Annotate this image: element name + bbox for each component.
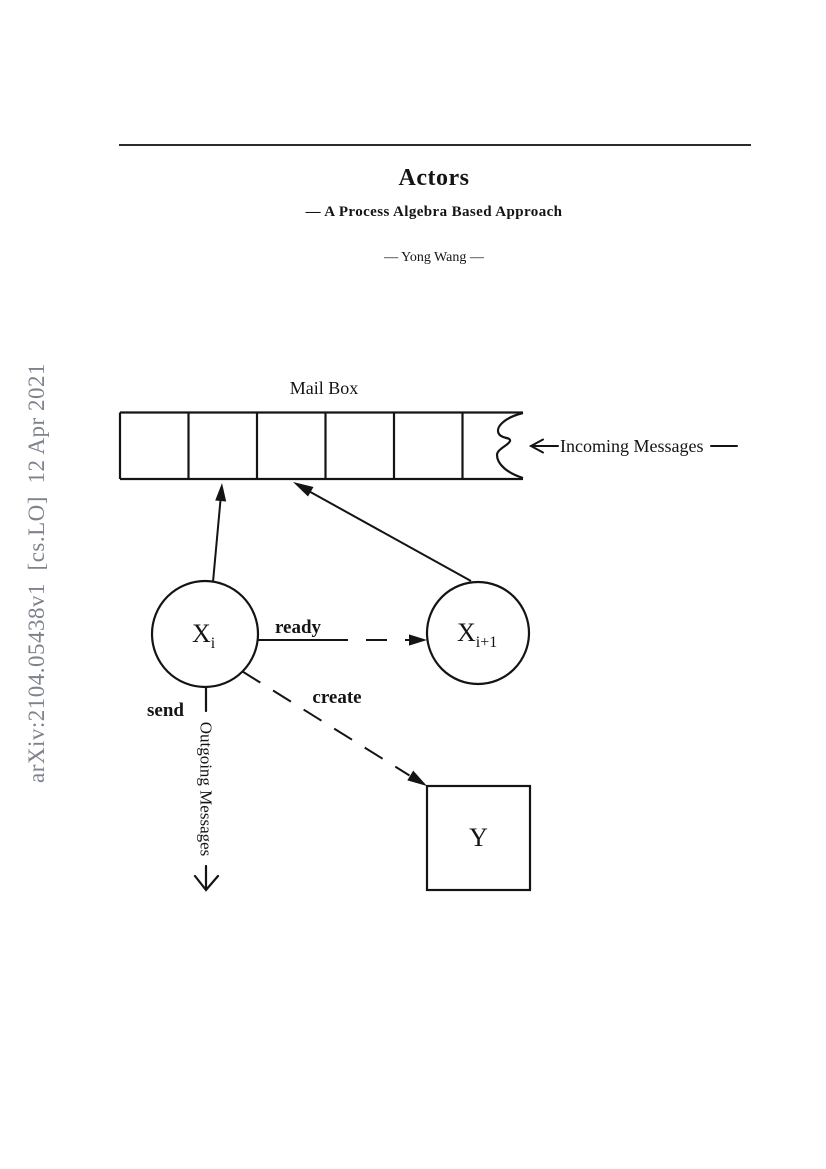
send-edge-label: send xyxy=(147,700,184,721)
mailbox-input-arrows xyxy=(212,482,472,583)
ready-arrow xyxy=(258,634,427,646)
created-actor-label: Y xyxy=(469,823,488,852)
xi-to-mailbox-arrowhead-icon xyxy=(215,483,227,502)
incoming-arrow xyxy=(528,438,738,454)
actor-node-xi xyxy=(150,579,260,689)
xi1-to-mailbox-arrowhead-icon xyxy=(293,482,314,497)
ready-edge-label: ready xyxy=(275,617,322,638)
mailbox xyxy=(118,411,524,481)
mailbox-label: Mail Box xyxy=(290,378,359,398)
xi1-to-mailbox-line xyxy=(309,490,472,582)
create-arrow-dashes xyxy=(241,670,411,777)
send-arrow xyxy=(193,685,220,892)
create-arrowhead-icon xyxy=(407,770,427,786)
incoming-arrowhead-icon xyxy=(528,438,544,454)
actor-node-xi1 xyxy=(425,580,531,686)
paper-header: Actors — A Process Algebra Based Approac… xyxy=(120,166,748,265)
mailbox-torn-edge xyxy=(495,411,524,480)
incoming-messages-label: Incoming Messages xyxy=(560,436,703,456)
outgoing-messages-label: Outgoing Messages xyxy=(197,722,216,857)
ready-arrowhead-icon xyxy=(409,634,427,646)
paper-subtitle: — A Process Algebra Based Approach xyxy=(305,204,563,220)
header-rule xyxy=(119,144,751,146)
send-arrowhead-icon xyxy=(193,874,220,892)
paper-author: — Yong Wang — xyxy=(384,250,484,265)
create-arrow xyxy=(241,670,427,786)
paper-title: Actors xyxy=(398,165,470,191)
xi-to-mailbox-line xyxy=(212,499,222,583)
created-actor-box xyxy=(425,784,532,892)
create-edge-label: create xyxy=(312,687,361,708)
actor-xi1-label: Xi+1 xyxy=(457,618,497,651)
actor-xi-label: Xi xyxy=(192,619,216,652)
